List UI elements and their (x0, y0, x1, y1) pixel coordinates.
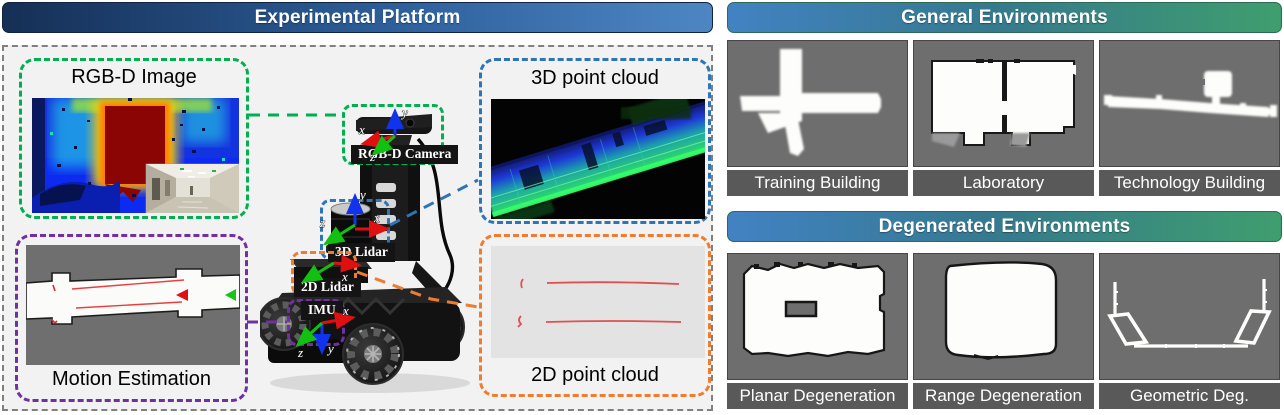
lidar-3d-axes: y z x (319, 187, 390, 246)
label-range-degeneration: Range Degeneration (913, 383, 1094, 409)
pointcloud-3d-box: 3D point cloud (479, 58, 711, 224)
experimental-platform-title: Experimental Platform (254, 6, 461, 28)
map-training-building (727, 40, 908, 167)
pointcloud-2d-box: 2D point cloud (479, 234, 711, 397)
goal-pose-marker (225, 289, 236, 301)
lidar2d-x-axis-label: x (341, 269, 348, 284)
camera-x-axis-label: x (358, 122, 365, 137)
label-planar-degeneration: Planar Degeneration (727, 383, 908, 409)
label-laboratory: Laboratory (913, 170, 1094, 196)
camera-axes: y x z (358, 105, 409, 165)
obstacle-rect (784, 300, 818, 318)
rgbd-image-box: RGB-D Image (19, 58, 249, 219)
corridor-photo-inset (145, 163, 239, 213)
lidar-2d-axes: x (300, 254, 362, 284)
label-training-building: Training Building (727, 170, 908, 196)
robot-pose-marker (176, 289, 188, 301)
motion-estimation-box: Motion Estimation (15, 234, 248, 402)
rgbd-image-label: RGB-D Image (71, 66, 197, 88)
pointcloud-2d-image (491, 246, 705, 358)
general-environments-title: General Environments (901, 6, 1108, 28)
environments-section: General Environments Training Building (725, 0, 1284, 415)
motion-estimation-label: Motion Estimation (52, 368, 211, 390)
pointcloud-3d-image (491, 99, 705, 219)
depth-image (32, 98, 239, 213)
imu-x-axis-label: x (342, 303, 349, 318)
map-laboratory (913, 40, 1094, 167)
motion-estimation-map (26, 245, 240, 365)
degenerated-environments-title: Degenerated Environments (878, 215, 1131, 237)
label-geometric-degeneration: Geometric Deg. (1099, 383, 1280, 409)
degenerated-environments-header: Degenerated Environments (727, 211, 1282, 242)
imu-tag: IMU (301, 301, 343, 320)
map-geometric-degeneration (1099, 253, 1280, 380)
label-technology-building: Technology Building (1099, 170, 1280, 196)
pointcloud-2d-label: 2D point cloud (531, 364, 659, 386)
wheel-front-left (342, 323, 404, 385)
map-planar-degeneration (727, 253, 908, 380)
imu-y-axis-label: y (326, 341, 334, 356)
camera-z-axis-label: z (369, 149, 375, 164)
pointcloud-3d-label: 3D point cloud (531, 67, 659, 89)
lidar3d-y-axis-label: y (358, 187, 366, 202)
platform-panel: RGB-D Image (2, 45, 713, 411)
wheel-rear-left (260, 297, 311, 351)
general-environments-header: General Environments (727, 2, 1282, 33)
imu-axes: x y z (295, 303, 356, 360)
lidar3d-x-axis-label: x (373, 210, 380, 225)
imu-z-axis-label: z (297, 345, 303, 360)
map-technology-building (1099, 40, 1280, 167)
lidar3d-z-axis-label: z (319, 215, 325, 230)
camera-y-axis-label: y (400, 105, 408, 120)
map-range-degeneration (913, 253, 1094, 380)
experimental-platform-header: Experimental Platform (2, 2, 713, 33)
